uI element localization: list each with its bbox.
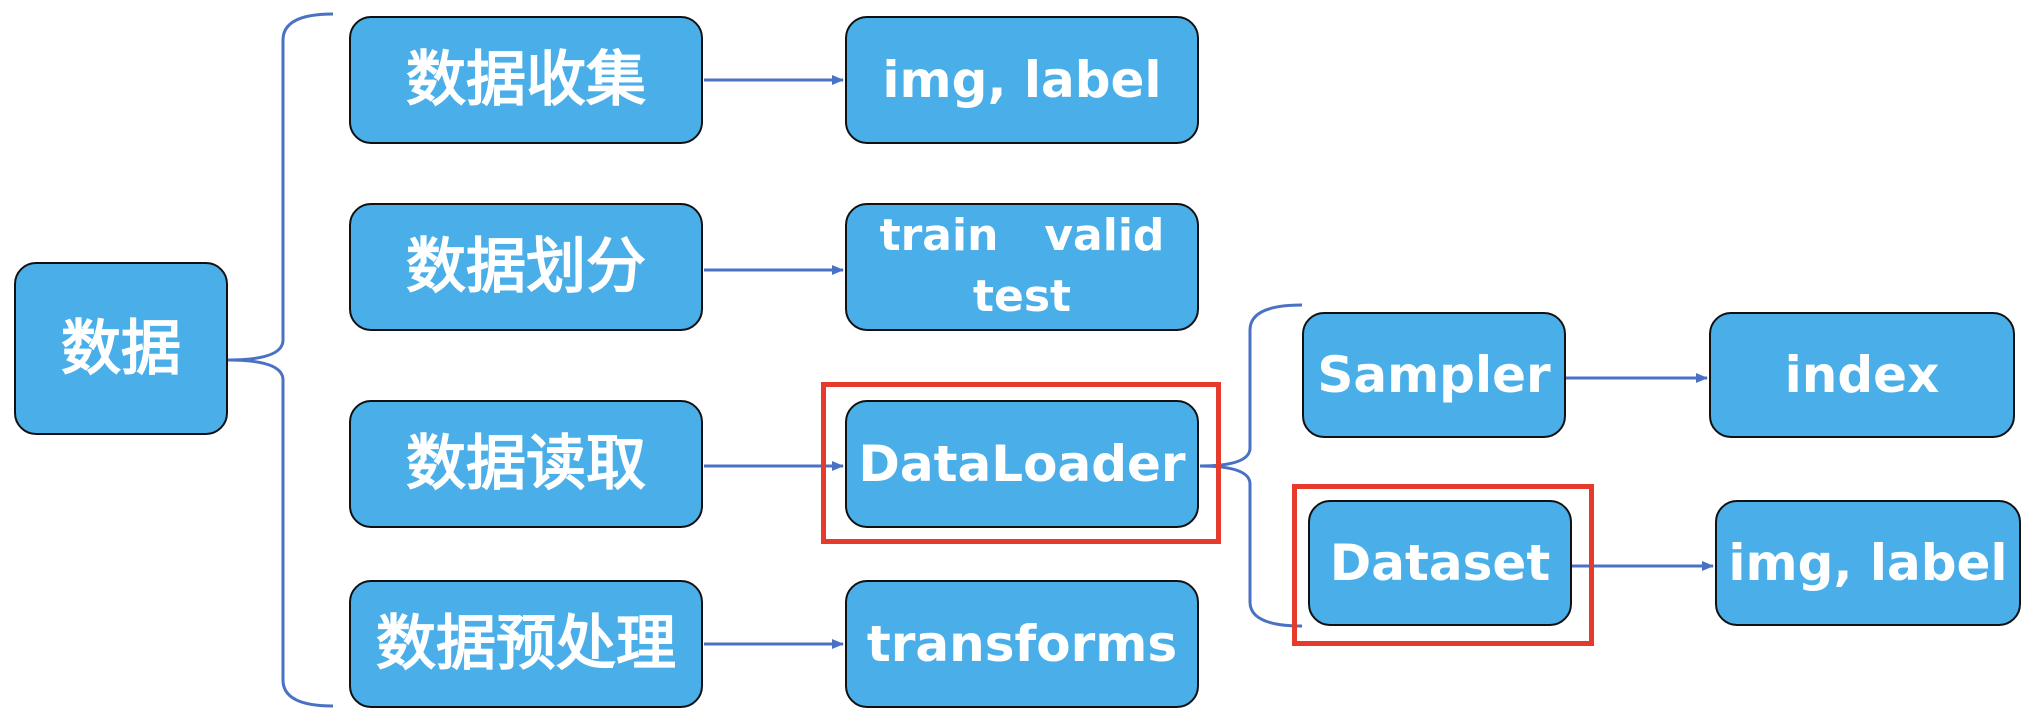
stage-collect-node: 数据收集 xyxy=(349,16,703,144)
stage-preprocess-output-node: transforms xyxy=(845,580,1199,708)
stage-split-node: 数据划分 xyxy=(349,203,703,331)
sampler-output-node: index xyxy=(1709,312,2015,438)
dataset-highlight-frame xyxy=(1292,484,1594,646)
split-output-line1: train valid xyxy=(879,210,1165,262)
dataloader-brace xyxy=(1199,303,1303,628)
split-output-line2: test xyxy=(972,271,1072,322)
dataloader-highlight-frame xyxy=(821,382,1221,544)
dataloader-node: DataLoader xyxy=(845,400,1199,528)
main-brace xyxy=(227,12,334,708)
stage-read-node: 数据读取 xyxy=(349,400,703,528)
stage-collect-output-node: img, label xyxy=(845,16,1199,144)
stage-split-output-node: train valid test xyxy=(845,203,1199,331)
root-node-data: 数据 xyxy=(14,262,228,435)
sampler-node: Sampler xyxy=(1302,312,1566,438)
stage-preprocess-node: 数据预处理 xyxy=(349,580,703,708)
dataset-node: Dataset xyxy=(1308,500,1572,626)
dataset-output-node: img, label xyxy=(1715,500,2021,626)
